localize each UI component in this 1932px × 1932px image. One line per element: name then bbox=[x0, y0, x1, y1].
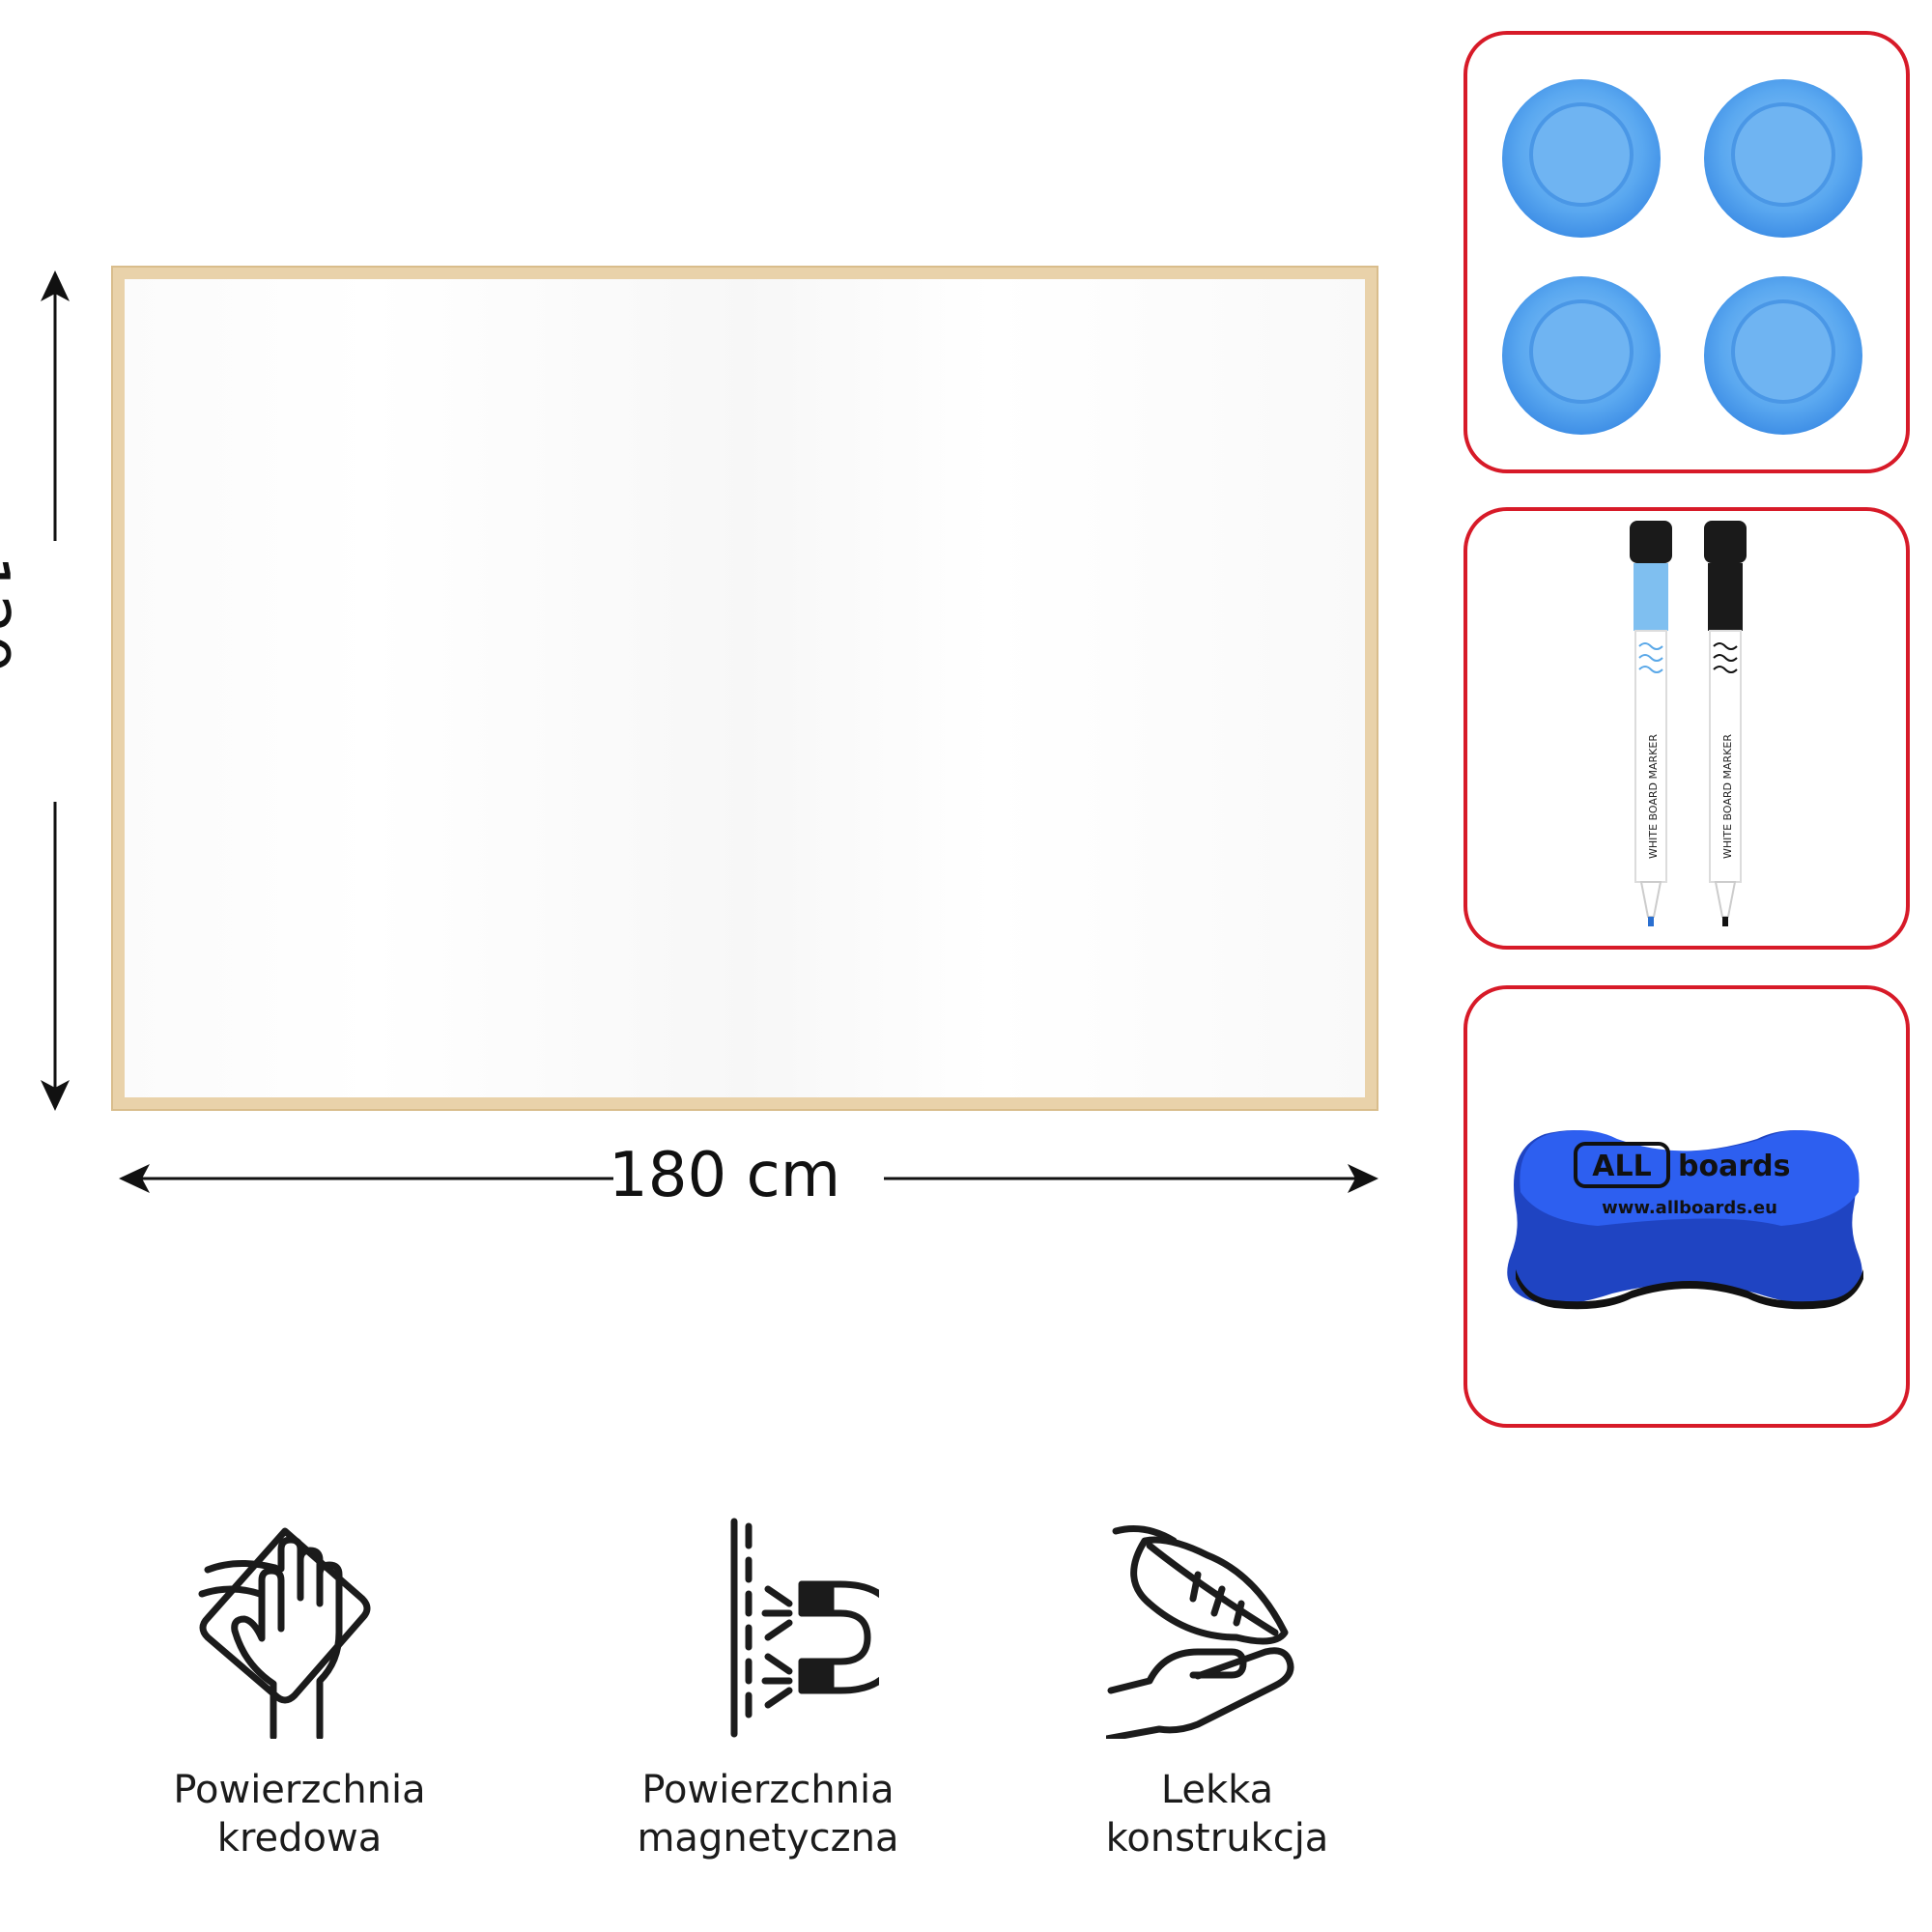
feature-label-line2: magnetyczna bbox=[637, 1816, 899, 1861]
magnet-icon bbox=[730, 1518, 879, 1738]
eraser-brand-right: boards bbox=[1678, 1150, 1790, 1183]
feature-label-line1: Powierzchnia bbox=[641, 1768, 895, 1812]
wipe-hand-icon bbox=[198, 1527, 371, 1739]
blue-marker-label: WHITE BOARD MARKER bbox=[1647, 734, 1660, 859]
eraser-brand-left: ALL bbox=[1592, 1150, 1651, 1183]
feature-label-line1: Powierzchnia bbox=[173, 1768, 426, 1812]
feature-label-line2: kredowa bbox=[216, 1816, 383, 1861]
whiteboard-frame bbox=[111, 266, 1378, 1111]
feature-chalk-surface: Powierzchnia kredowa bbox=[116, 1517, 483, 1862]
feather-hand-icon bbox=[1106, 1525, 1294, 1739]
width-dimension-arrow bbox=[119, 1164, 1378, 1193]
feature-label-line1: Lekka bbox=[1160, 1768, 1274, 1812]
eraser-url: www.allboards.eu bbox=[1602, 1198, 1777, 1218]
round-magnet-icon bbox=[1502, 79, 1862, 435]
width-label: 180 cm bbox=[609, 1140, 841, 1211]
eraser-panel: ALL boards www.allboards.eu bbox=[1463, 985, 1910, 1428]
feature-label-line2: konstrukcja bbox=[1105, 1816, 1329, 1861]
marker-icon: WHITE BOARD MARKER WHITE BOARD MARKER bbox=[1630, 521, 1747, 926]
feature-light-construction: Lekka konstrukcja bbox=[1034, 1517, 1401, 1862]
whiteboard-surface bbox=[125, 279, 1365, 1097]
height-dimension-arrow bbox=[41, 270, 70, 1111]
height-label: 120 cm bbox=[0, 555, 21, 788]
eraser-icon: ALL boards www.allboards.eu bbox=[1507, 1130, 1863, 1310]
magnets-panel bbox=[1463, 31, 1910, 473]
black-marker-label: WHITE BOARD MARKER bbox=[1721, 734, 1734, 859]
feature-magnetic-surface: Powierzchnia magnetyczna bbox=[584, 1517, 952, 1862]
markers-panel: WHITE BOARD MARKER WHITE BOARD MARKER bbox=[1463, 507, 1910, 950]
